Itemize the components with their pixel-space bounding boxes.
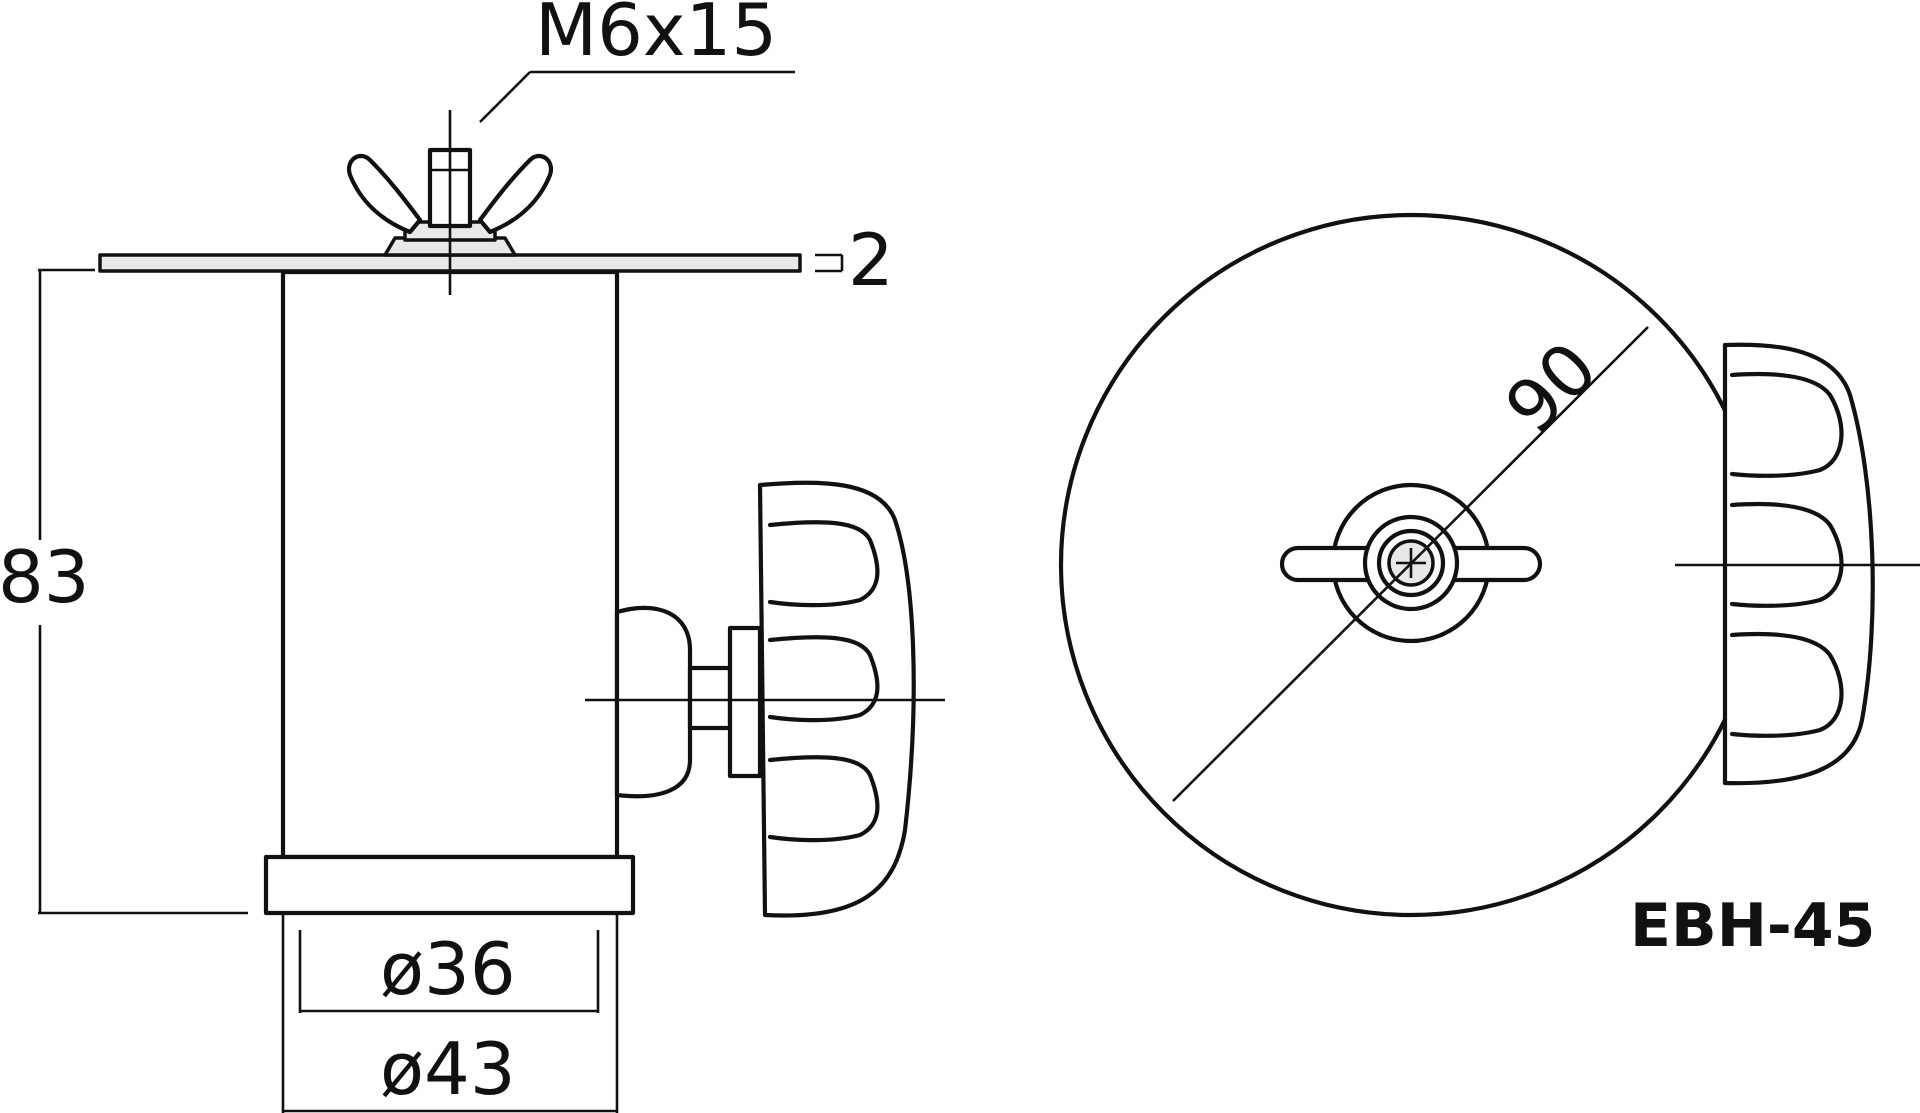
- side-view: M6x15 2 83 ø36 ø43: [0, 0, 945, 1113]
- outer-diameter-label: ø43: [380, 1027, 516, 1111]
- tube-body: [280, 269, 620, 860]
- knob-stem: [614, 605, 693, 799]
- thickness-dimension-label: 2: [848, 218, 894, 302]
- height-dimension-label: 83: [0, 535, 90, 619]
- knob-shaft: [687, 665, 733, 731]
- screw-dimension-label: M6x15: [535, 0, 777, 72]
- model-label: EBH-45: [1630, 891, 1875, 961]
- plate-diameter-dim-line: [1172, 326, 1649, 802]
- screw-leader: [479, 71, 531, 123]
- knob-hub: [727, 625, 763, 779]
- bottom-collar: [263, 854, 636, 916]
- top-view: 90 EBH-45: [1058, 212, 1920, 961]
- inner-diameter-label: ø36: [380, 927, 516, 1011]
